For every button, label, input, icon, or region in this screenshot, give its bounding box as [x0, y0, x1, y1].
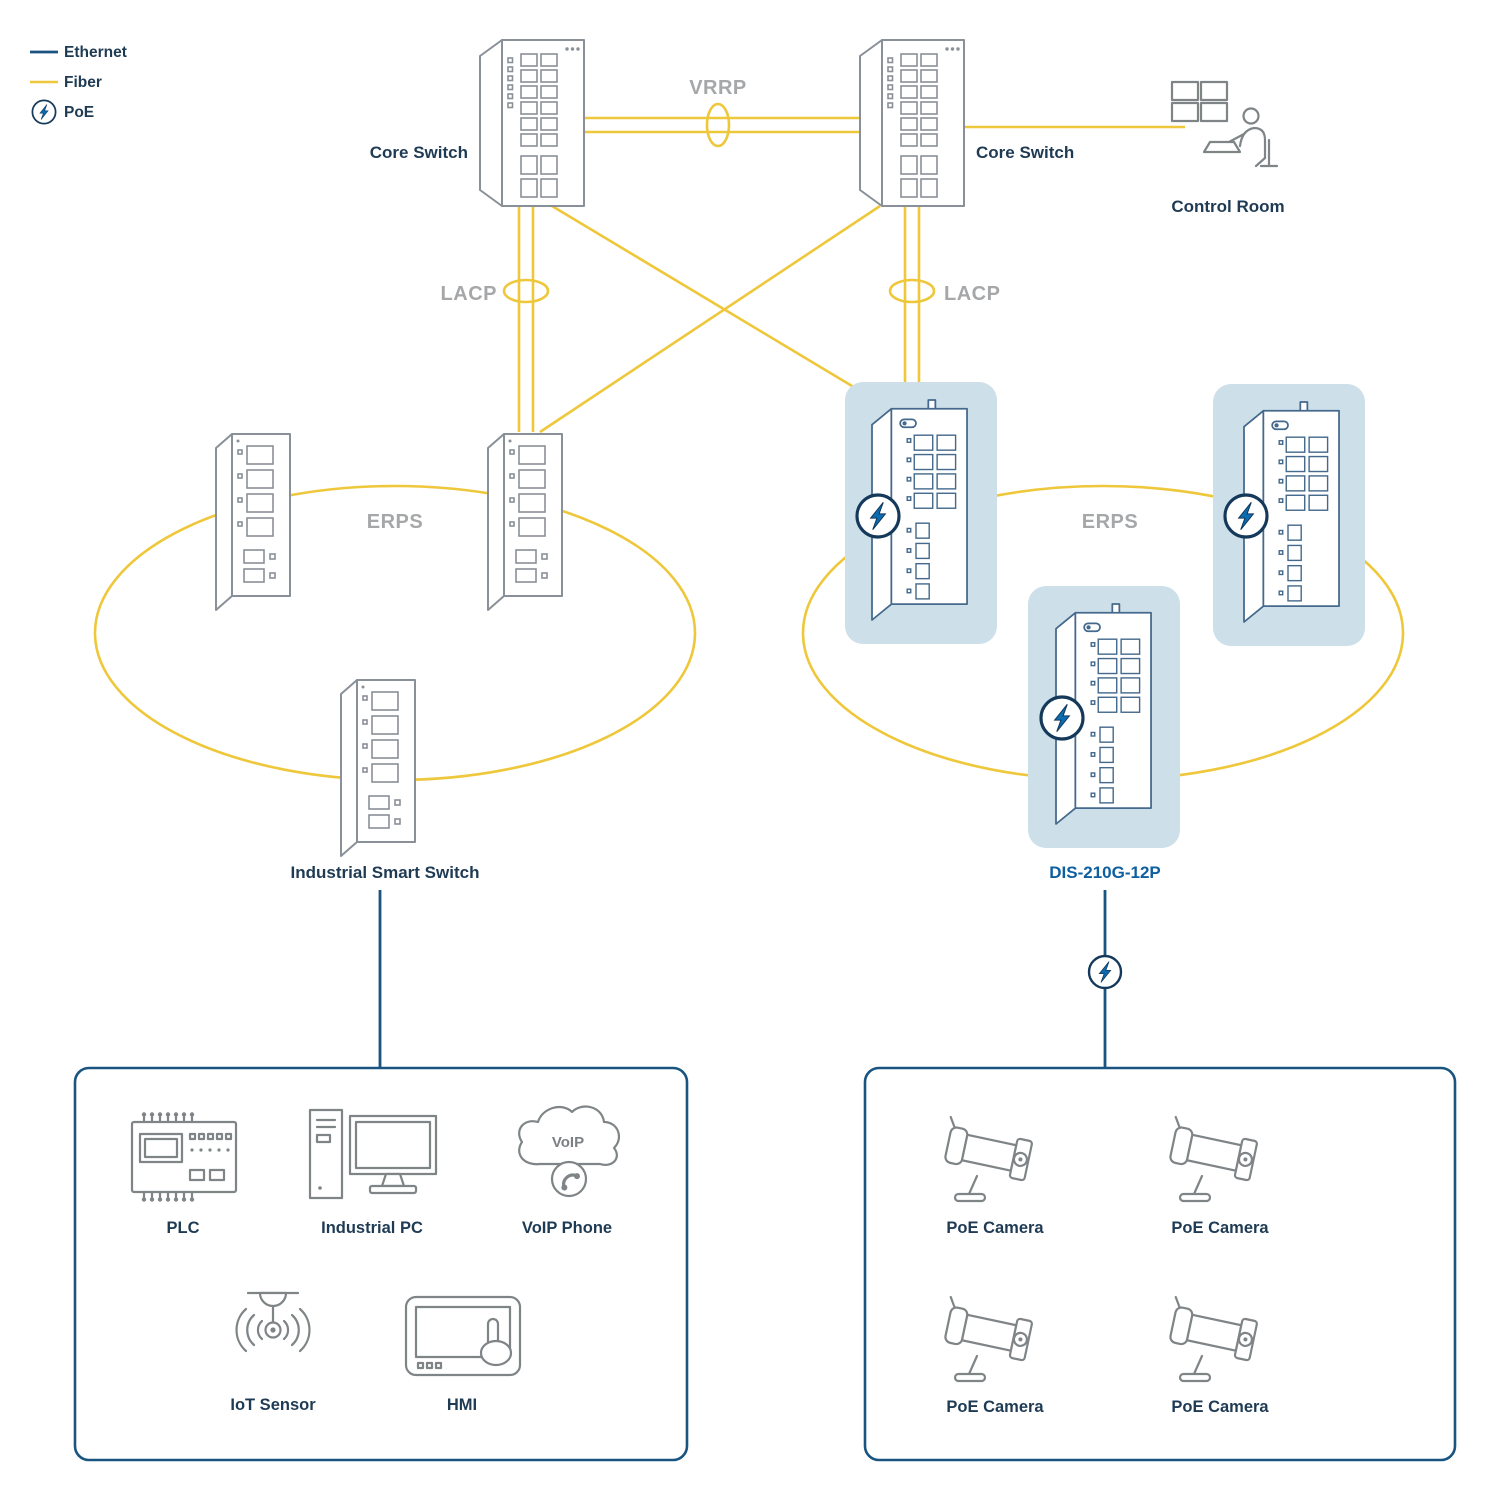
vrrp-bundle-oval: [705, 102, 731, 148]
poe-camera-label-4: PoE Camera: [1171, 1398, 1269, 1416]
control-room-label: Control Room: [1171, 197, 1284, 216]
fiber-link-cross-right-to-left: [539, 204, 881, 434]
industrial-switch-icon-2: [487, 433, 563, 611]
hmi-label: HMI: [447, 1396, 477, 1414]
poe-line-badge-icon: [1087, 954, 1123, 990]
lacp-left-label: LACP: [441, 283, 497, 305]
legend: Ethernet Fiber PoE: [30, 44, 127, 121]
voip-phone-label: VoIP Phone: [522, 1219, 612, 1237]
core-switch-left-label: Core Switch: [370, 143, 468, 162]
poe-badge-icon-3: [1039, 695, 1085, 741]
poe-camera-label-1: PoE Camera: [946, 1219, 1044, 1237]
plc-label: PLC: [167, 1219, 200, 1237]
core-switch-right-label: Core Switch: [976, 143, 1074, 162]
iot-sensor-label: IoT Sensor: [230, 1396, 316, 1414]
lacp-oval-right: [888, 278, 936, 304]
legend-poe-label: PoE: [64, 104, 94, 121]
dis-switch-label: DIS-210G-12P: [1049, 863, 1161, 882]
vrrp-label: VRRP: [689, 77, 747, 99]
poe-camera-label-2: PoE Camera: [1171, 1219, 1269, 1237]
lacp-right-label: LACP: [944, 283, 1000, 305]
plc-icon: [130, 1111, 238, 1203]
core-switch-left-icon: [479, 39, 585, 207]
legend-ethernet-label: Ethernet: [64, 44, 127, 61]
industrial-smart-switch-label: Industrial Smart Switch: [291, 863, 480, 882]
industrial-smart-switch-icon: [340, 679, 416, 857]
control-room-icon: [1170, 80, 1279, 168]
poe-badge-icon-1: [855, 493, 901, 539]
core-switch-right-icon: [859, 39, 965, 207]
legend-fiber-label: Fiber: [64, 74, 102, 91]
lacp-oval-left: [502, 278, 550, 304]
industrial-pc-label: Industrial PC: [321, 1219, 423, 1237]
industrial-switch-icon-1: [215, 433, 291, 611]
fiber-links: [502, 102, 1185, 434]
erps-right-label: ERPS: [1082, 511, 1138, 533]
poe-camera-label-3: PoE Camera: [946, 1398, 1044, 1416]
poe-badge-icon-2: [1223, 493, 1269, 539]
hmi-icon: [404, 1295, 522, 1377]
erps-left-label: ERPS: [367, 511, 423, 533]
legend-poe-icon: [31, 99, 57, 125]
fiber-link-cross-left-to-right: [551, 204, 863, 394]
